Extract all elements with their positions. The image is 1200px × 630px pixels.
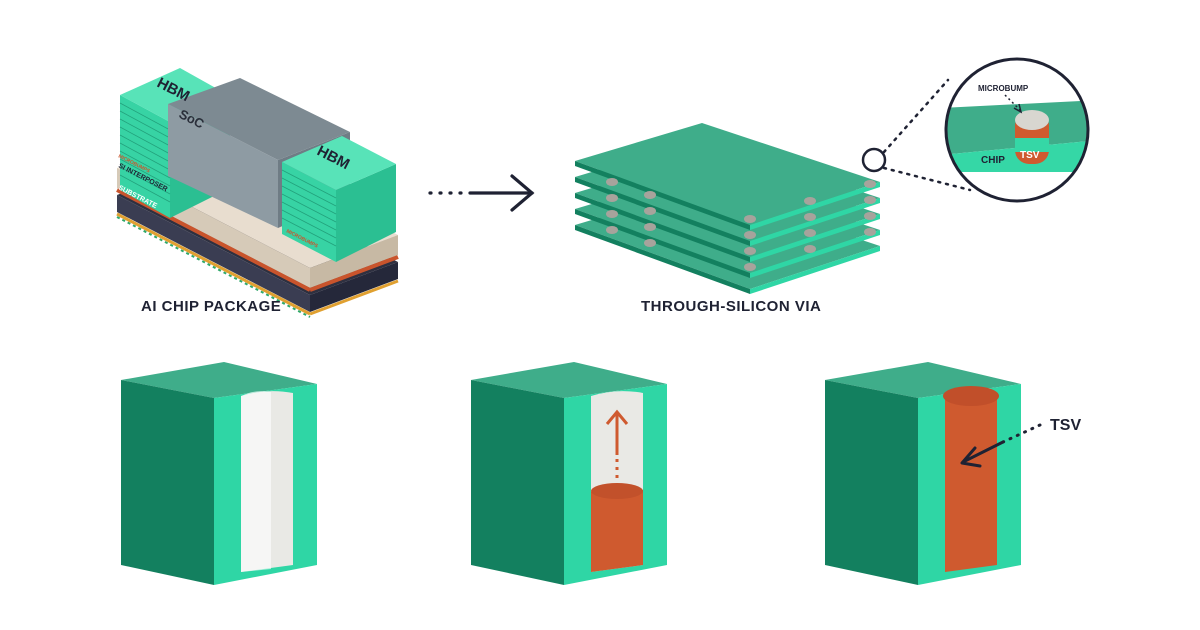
microbump bbox=[864, 212, 876, 220]
microbump bbox=[804, 245, 816, 253]
tsv-top bbox=[943, 386, 999, 406]
microbump bbox=[644, 223, 656, 231]
microbump bbox=[804, 213, 816, 221]
cube-top bbox=[471, 362, 667, 398]
through-silicon-via-caption: THROUGH-SILICON VIA bbox=[641, 298, 822, 315]
die-layer bbox=[575, 123, 880, 230]
cube-front bbox=[471, 380, 564, 585]
microbump bbox=[864, 196, 876, 204]
microbump bbox=[644, 239, 656, 247]
microbump bbox=[744, 215, 756, 223]
microbump bbox=[804, 229, 816, 237]
tsv-pointer: TSV bbox=[960, 417, 1081, 468]
ai-chip-package-illustration: HBM SoC HBM MICROBUMPS MICROBUMPS SI INT… bbox=[116, 68, 399, 318]
microbump bbox=[606, 194, 618, 202]
ai-chip-package-caption: AI CHIP PACKAGE bbox=[141, 298, 282, 315]
tsv-copper bbox=[945, 391, 997, 572]
microbump bbox=[644, 207, 656, 215]
microbump bbox=[744, 247, 756, 255]
process-step-2-copper-filling bbox=[471, 362, 667, 585]
tsv-label: TSV bbox=[1050, 417, 1081, 434]
microbump bbox=[864, 180, 876, 188]
microbump bbox=[804, 197, 816, 205]
process-step-3-filled-tsv bbox=[825, 362, 1021, 585]
microbump bbox=[744, 231, 756, 239]
callout-chip-label: CHIP bbox=[981, 155, 1005, 166]
microbump bbox=[606, 178, 618, 186]
process-step-1-drilled-hole bbox=[121, 362, 317, 585]
callout-tsv-label: TSV bbox=[1020, 150, 1040, 161]
stacked-dies-illustration bbox=[575, 123, 880, 294]
cube-top bbox=[121, 362, 317, 398]
flow-arrow bbox=[428, 174, 535, 212]
cube-front bbox=[825, 380, 918, 585]
microbump bbox=[744, 263, 756, 271]
microbump bbox=[606, 226, 618, 234]
microbump-callout: MICROBUMP CHIP TSV bbox=[861, 57, 1090, 203]
microbump bbox=[644, 191, 656, 199]
microbump bbox=[864, 228, 876, 236]
callout-microbump-label: MICROBUMP bbox=[978, 84, 1029, 93]
copper-fill bbox=[591, 490, 643, 572]
microbump bbox=[606, 210, 618, 218]
cube-front bbox=[121, 380, 214, 585]
hbm-stack-right bbox=[281, 136, 396, 262]
copper-fill-top bbox=[591, 483, 643, 499]
